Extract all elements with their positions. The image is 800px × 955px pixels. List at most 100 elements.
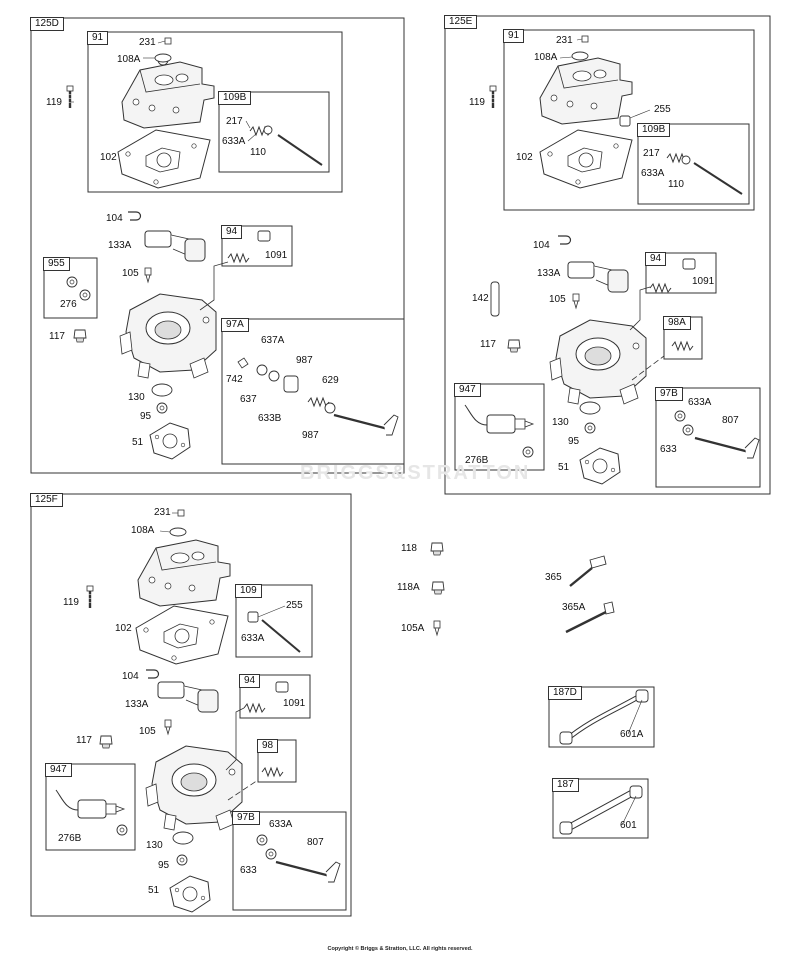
group-tag-94: 94 bbox=[239, 674, 261, 688]
part-label-276: 276 bbox=[60, 299, 77, 310]
part-label-633a: 633A bbox=[269, 819, 293, 830]
part-label-637: 637 bbox=[240, 394, 257, 405]
group-91-e: 91 bbox=[503, 29, 754, 210]
group-187d: 187D bbox=[548, 686, 654, 747]
part-label-51: 51 bbox=[558, 462, 570, 473]
part-label-130: 130 bbox=[146, 840, 163, 851]
part-label-633b: 633B bbox=[258, 413, 282, 424]
group-97b-f: 97B bbox=[232, 811, 346, 910]
group-97a: 97A bbox=[221, 318, 404, 464]
part-label-130: 130 bbox=[552, 417, 569, 428]
group-91-d: 91 bbox=[87, 31, 342, 192]
part-label-807: 807 bbox=[307, 837, 324, 848]
part-label-133a: 133A bbox=[125, 699, 149, 710]
part-label-119: 119 bbox=[469, 97, 485, 108]
part-label-217: 217 bbox=[643, 148, 660, 159]
part-label-987: 987 bbox=[302, 430, 319, 441]
part-label-255: 255 bbox=[286, 600, 303, 611]
part-label-104: 104 bbox=[122, 671, 139, 682]
part-label-142: 142 bbox=[472, 293, 489, 304]
group-955: 955 bbox=[43, 257, 97, 318]
group-187: 187 bbox=[552, 778, 648, 838]
part-label-1091: 1091 bbox=[692, 276, 715, 287]
part-label-629: 629 bbox=[322, 375, 339, 386]
group-947-e: 947 bbox=[454, 383, 544, 470]
group-tag-98a: 98A bbox=[663, 316, 691, 330]
group-tag-955: 955 bbox=[43, 257, 70, 271]
part-label-633a: 633A bbox=[222, 136, 246, 147]
part-label-133a: 133A bbox=[108, 240, 132, 251]
part-label-105a: 105A bbox=[401, 623, 425, 634]
part-label-110: 110 bbox=[250, 147, 266, 158]
part-label-601: 601 bbox=[620, 820, 637, 831]
part-label-276b: 276B bbox=[58, 833, 82, 844]
group-tag-91: 91 bbox=[87, 31, 109, 45]
part-label-108a: 108A bbox=[117, 54, 141, 65]
part-label-95: 95 bbox=[158, 860, 170, 871]
part-label-117: 117 bbox=[76, 735, 92, 746]
part-label-987: 987 bbox=[296, 355, 313, 366]
group-tag-98: 98 bbox=[257, 739, 279, 753]
group-94-e: 94 bbox=[645, 252, 716, 293]
group-94-f: 94 bbox=[239, 674, 310, 718]
group-tag-947: 947 bbox=[454, 383, 481, 397]
group-tag-947: 947 bbox=[45, 763, 72, 777]
part-label-637a: 637A bbox=[261, 335, 285, 346]
group-97b-e: 97B bbox=[655, 387, 760, 487]
group-tag-97a: 97A bbox=[221, 318, 249, 332]
assembly-125e: 125E bbox=[444, 15, 770, 494]
assembly-tag-125e: 125E bbox=[444, 15, 478, 29]
part-label-51: 51 bbox=[132, 437, 144, 448]
group-tag-109: 109 bbox=[235, 584, 262, 598]
assembly-125f: 125F bbox=[30, 493, 351, 916]
group-tag-109b: 109B bbox=[218, 91, 252, 105]
group-109: 109 bbox=[235, 584, 312, 657]
group-109b-d: 109B bbox=[218, 91, 329, 172]
group-tag-97b: 97B bbox=[655, 387, 683, 401]
part-label-108a: 108A bbox=[131, 525, 155, 536]
part-label-105: 105 bbox=[122, 268, 139, 279]
part-label-633a: 633A bbox=[688, 397, 712, 408]
part-label-365a: 365A bbox=[562, 602, 586, 613]
part-label-119: 119 bbox=[46, 97, 62, 108]
group-98a: 98A bbox=[663, 316, 702, 359]
part-label-104: 104 bbox=[533, 240, 550, 251]
part-label-633a: 633A bbox=[241, 633, 265, 644]
assembly-tag-125f: 125F bbox=[30, 493, 63, 507]
part-label-276b: 276B bbox=[465, 455, 489, 466]
part-label-255: 255 bbox=[654, 104, 671, 115]
part-label-117: 117 bbox=[480, 339, 496, 350]
part-label-102: 102 bbox=[115, 623, 132, 634]
part-label-633: 633 bbox=[240, 865, 257, 876]
group-98: 98 bbox=[257, 739, 296, 782]
assembly-125f-parts bbox=[55, 509, 342, 913]
loose-parts bbox=[430, 542, 649, 835]
part-label-1091: 1091 bbox=[265, 250, 288, 261]
brand-watermark: BRIGGS&STRATTON bbox=[300, 462, 531, 484]
part-label-117: 117 bbox=[49, 331, 65, 342]
part-label-104: 104 bbox=[106, 213, 123, 224]
part-label-105: 105 bbox=[549, 294, 566, 305]
part-label-807: 807 bbox=[722, 415, 739, 426]
assembly-125d-parts bbox=[65, 37, 400, 460]
part-label-119: 119 bbox=[63, 597, 79, 608]
part-label-130: 130 bbox=[128, 392, 145, 403]
assembly-125d: 125D bbox=[30, 17, 404, 473]
copyright-notice: Copyright © Briggs & Stratton, LLC. All … bbox=[327, 946, 473, 952]
group-94-d: 94 bbox=[221, 225, 292, 266]
part-label-601a: 601A bbox=[620, 729, 644, 740]
part-label-108a: 108A bbox=[534, 52, 558, 63]
group-947-f: 947 bbox=[45, 763, 135, 850]
assembly-125e-parts bbox=[464, 35, 761, 485]
group-tag-94: 94 bbox=[645, 252, 667, 266]
part-label-633: 633 bbox=[660, 444, 677, 455]
part-label-95: 95 bbox=[568, 436, 580, 447]
part-label-118: 118 bbox=[401, 543, 417, 554]
part-label-102: 102 bbox=[100, 152, 117, 163]
assembly-tag-125d: 125D bbox=[30, 17, 64, 31]
part-label-102: 102 bbox=[516, 152, 533, 163]
group-109b-e: 109B bbox=[637, 123, 749, 204]
group-tag-187d: 187D bbox=[548, 686, 582, 700]
part-label-133a: 133A bbox=[537, 268, 561, 279]
